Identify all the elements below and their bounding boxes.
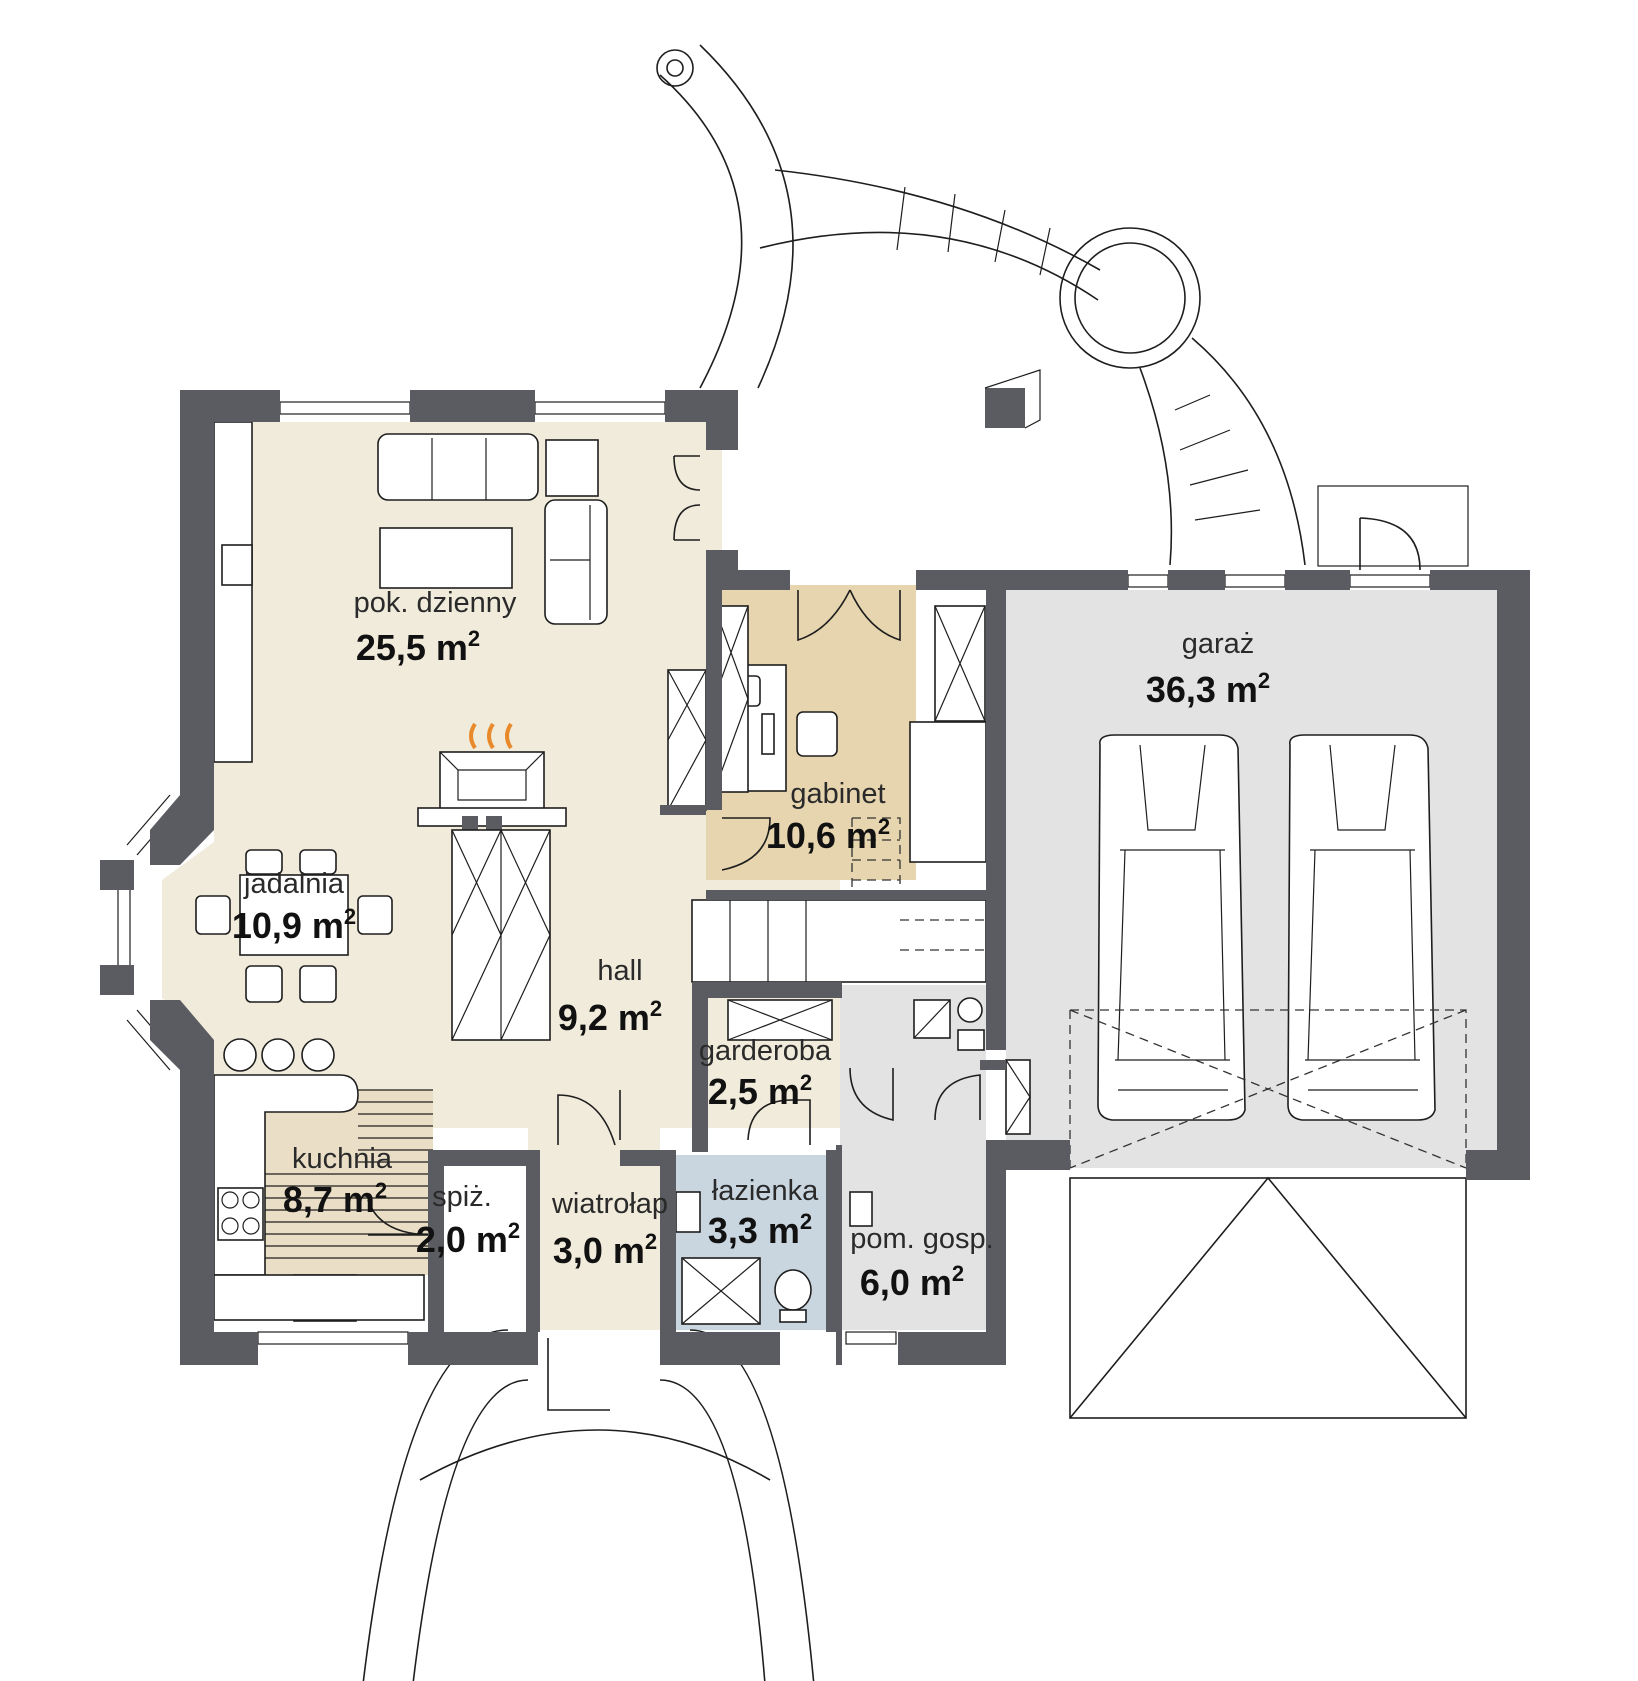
room-area-hall: 9,2 m2 [558,996,662,1038]
room-area-garaz: 36,3 m2 [1146,668,1270,710]
room-labels: pok. dzienny 25,5 m2 jadalnia 10,9 m2 ha… [232,587,1270,1303]
room-name-gabinet: gabinet [790,778,885,810]
furniture [195,421,1467,1325]
room-area-gabinet: 10,6 m2 [766,814,890,856]
room-name-kuchnia: kuchnia [292,1143,393,1175]
room-area-pom-gosp: 6,0 m2 [860,1261,964,1303]
doors [367,455,981,1411]
room-name-pok-dzienny: pok. dzienny [354,587,517,619]
car-right [1287,734,1436,1121]
room-name-spiz: spiż. [432,1181,492,1213]
room-area-kuchnia: 8,7 m2 [283,1178,387,1220]
room-name-jadalnia: jadalnia [243,868,345,900]
room-name-wiatrolap: wiatrołap [551,1188,668,1220]
exterior-landscape [362,44,1469,1681]
kitchen-floor-tiles [265,1090,433,1275]
room-area-jadalnia: 10,9 m2 [232,904,356,946]
room-name-hall: hall [597,955,642,987]
car-left [1097,734,1246,1121]
walls [100,390,1530,1365]
room-name-lazienka: łazienka [712,1175,819,1207]
room-name-garderoba: garderoba [699,1035,832,1067]
room-area-spiz: 2,0 m2 [416,1218,520,1260]
room-area-garderoba: 2,5 m2 [708,1070,812,1112]
room-name-pom-gosp: pom. gosp. [850,1223,993,1255]
room-area-lazienka: 3,3 m2 [708,1209,812,1251]
room-name-garaz: garaż [1182,628,1255,660]
room-area-pok-dzienny: 25,5 m2 [356,626,480,668]
room-area-wiatrolap: 3,0 m2 [553,1229,657,1271]
